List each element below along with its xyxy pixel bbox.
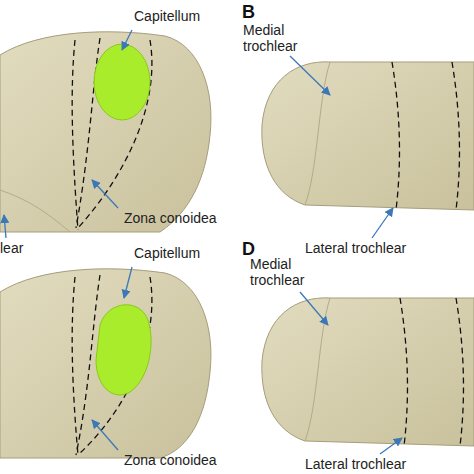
part-label: lear: [0, 240, 23, 256]
part-label: Medial trochlear: [243, 22, 315, 54]
panel-d: [262, 292, 474, 454]
part-label: Zona conoidea: [124, 452, 217, 468]
part-label: Capitellum: [134, 245, 200, 261]
panel-letter: B: [242, 2, 255, 22]
part-label: Medial trochlear: [250, 256, 322, 288]
panel-c: [0, 267, 211, 458]
panel-b: [262, 56, 474, 238]
part-label: Zona conoidea: [124, 210, 217, 226]
part-label: Lateral trochlear: [305, 240, 406, 256]
part-label: Capitellum: [134, 8, 200, 24]
panel-a: [0, 30, 211, 238]
part-label: Lateral trochlear: [305, 456, 406, 472]
